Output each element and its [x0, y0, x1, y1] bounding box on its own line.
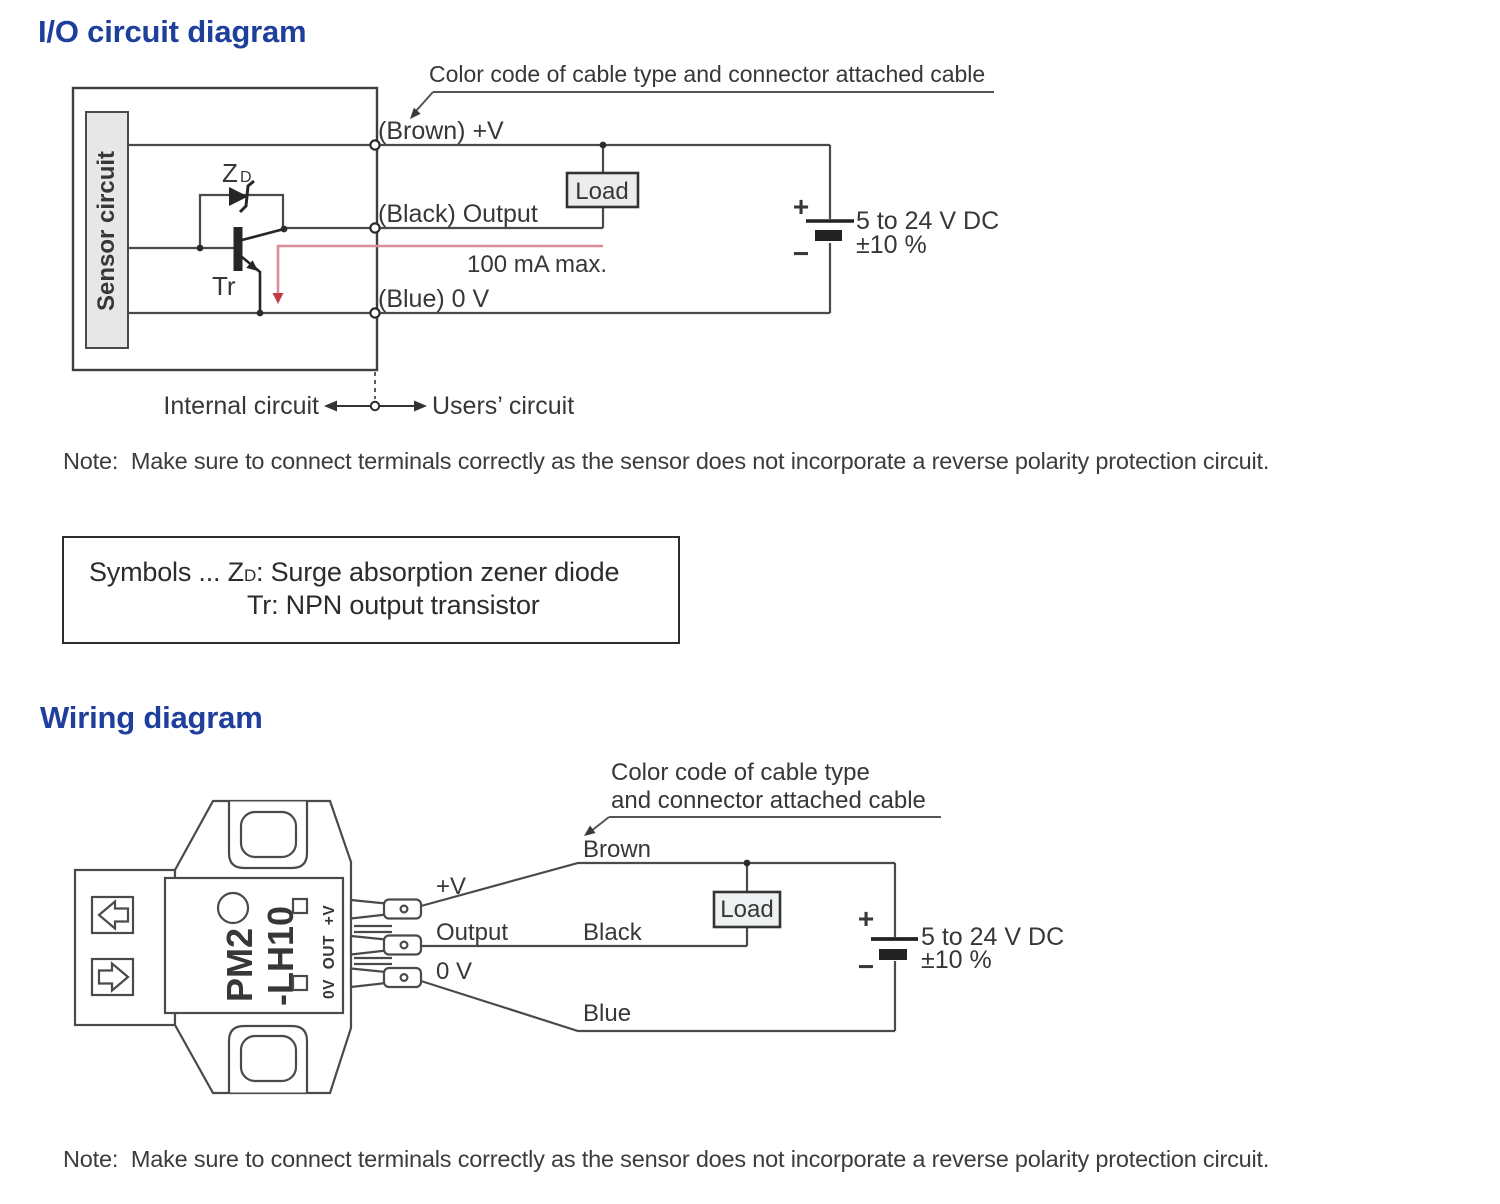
supply-tolerance-label: ±10 % — [921, 946, 992, 974]
wire-blue-label: Blue — [583, 1000, 631, 1027]
arrow-right-icon — [414, 400, 427, 412]
lug-rails — [354, 956, 392, 966]
zener-label: Z — [222, 158, 238, 188]
junction-dot — [599, 141, 607, 149]
users-circuit-label: Users’ circuit — [432, 392, 574, 420]
battery-icon — [806, 219, 854, 241]
terminal-circle-output — [369, 222, 381, 234]
symbols-line1-rest: : Surge absorption zener diode — [256, 557, 620, 587]
sensor-circuit-box — [85, 111, 129, 349]
symbols-prefix: Symbols ... Z — [89, 557, 244, 587]
terminal-lug-output — [349, 934, 423, 956]
symbols-line2: Tr: NPN output transistor — [247, 590, 540, 620]
internal-circuit-label: Internal circuit — [163, 392, 319, 420]
battery-minus-label: − — [858, 951, 874, 982]
symbols-subscript: D — [243, 566, 257, 585]
mounting-hole-bottom — [239, 1034, 298, 1083]
io-circuit-diagram: Sensor circuit Z D Tr — [71, 61, 999, 420]
junction-dot — [196, 244, 204, 252]
sensor-drawing: PM2 -LH10 0V OUT +V — [73, 799, 423, 1095]
arrow-right-icon — [97, 961, 130, 993]
wiring-diagram: PM2 -LH10 0V OUT +V — [73, 759, 1064, 1095]
callout-arrow-icon — [410, 107, 421, 119]
wire-brown-label: Brown — [583, 836, 651, 863]
mounting-hole-top — [239, 810, 298, 859]
battery-minus-label: − — [793, 238, 809, 269]
symbols-box: Symbols ... ZD: Surge absorption zener d… — [62, 536, 680, 644]
sensor-left-block — [73, 868, 177, 1027]
battery-plus-label: + — [793, 191, 809, 222]
battery-icon — [871, 937, 918, 960]
pin-mark-square — [291, 974, 309, 992]
load-label: Load — [575, 178, 628, 205]
callout-arrow-icon — [584, 825, 596, 836]
wire-brown-label: (Brown) +V — [378, 117, 504, 145]
arrow-left-icon — [324, 400, 337, 412]
callout-leader — [589, 816, 610, 833]
junction-dot — [256, 309, 264, 317]
wire-black-label: (Black) Output — [378, 200, 538, 228]
io-section-title: I/O circuit diagram — [38, 14, 307, 49]
zener-diode-icon — [229, 179, 255, 214]
pin-mark-square — [291, 897, 309, 915]
arrow-left-icon — [97, 899, 130, 931]
io-cable-note-label: Color code of cable type and connector a… — [429, 61, 985, 87]
supply-voltage-label: 5 to 24 V DC — [921, 923, 1064, 951]
terminal-0v-label: 0 V — [436, 958, 472, 985]
current-arrow-icon — [272, 293, 284, 304]
pin-strip-label: 0V OUT +V — [321, 905, 338, 999]
terminal-pv-label: +V — [436, 873, 466, 900]
sensor-circuit-label: Sensor circuit — [93, 151, 120, 311]
wiring-note: Note: Make sure to connect terminals cor… — [63, 1146, 1270, 1172]
lug-rails — [354, 924, 392, 934]
wiring-blue-wire — [420, 979, 895, 1033]
wiring-cable-note-line2: and connector attached cable — [611, 787, 926, 814]
io-note: Note: Make sure to connect terminals cor… — [63, 448, 1270, 474]
supply-voltage-label: 5 to 24 V DC — [856, 207, 999, 235]
wiring-brown-wire — [420, 861, 895, 908]
current-path-line — [276, 244, 603, 294]
callout-leader — [415, 91, 434, 112]
wire-black-label: Black — [583, 919, 643, 946]
symbols-line1: Symbols ... ZD: Surge absorption zener d… — [89, 557, 619, 588]
supply-tolerance-label: ±10 % — [856, 231, 927, 259]
sensor-label-plate — [163, 876, 345, 1015]
junction-dot — [743, 859, 751, 867]
load-box — [565, 171, 640, 209]
transistor-label: Tr — [212, 271, 236, 301]
battery-plus-label: + — [858, 903, 874, 934]
terminal-output-label: Output — [436, 919, 508, 946]
current-limit-label: 100 mA max. — [467, 251, 607, 278]
terminal-circle-0v — [369, 307, 381, 319]
junction-dot — [280, 225, 288, 233]
wiring-section-title: Wiring diagram — [40, 700, 263, 735]
indicator-lens — [216, 891, 250, 925]
wire-blue-label: (Blue) 0 V — [378, 285, 489, 313]
npn-transistor-icon — [233, 227, 285, 313]
terminal-lug-0v — [349, 966, 423, 989]
terminal-circle-pv — [369, 139, 381, 151]
zener-label-sub: D — [240, 169, 252, 186]
wiring-cable-note-line1: Color code of cable type — [611, 759, 870, 786]
load-label: Load — [720, 896, 773, 923]
load-box — [712, 890, 782, 929]
boundary-circle — [369, 400, 381, 412]
terminal-lug-pv — [349, 898, 423, 920]
sensor-model-label: PM2 — [219, 928, 260, 1002]
